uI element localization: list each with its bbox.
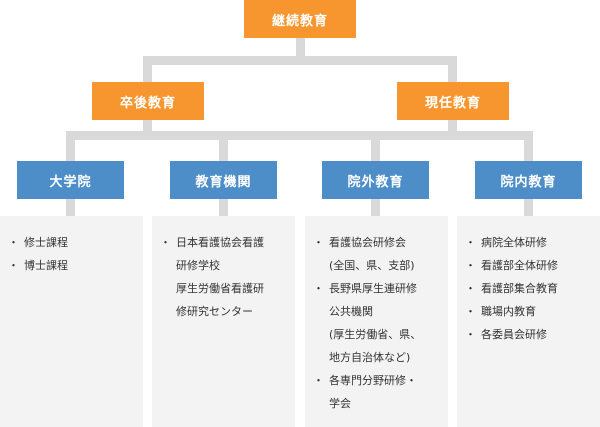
bullet-icon: ・: [160, 236, 171, 249]
root-box-keizoku-kyoiku: 継続教育: [244, 0, 356, 38]
item-text: 厚生労働省看護研: [176, 282, 264, 295]
panel-innai-kyoiku: ・病院全体研修 ・看護部全体研修 ・看護部集合教育 ・職場内教育 ・各委員会研修: [457, 216, 600, 427]
item-text: (厚生労働省、県、: [329, 328, 422, 341]
connector-root-down: [296, 38, 305, 60]
list-item: ・ 長野県厚生連研修 公共機関 (厚生労働省、県、 地方自治体など): [313, 277, 448, 369]
connector-geninn-down: [448, 120, 457, 135]
list-daigakuin: ・修士課程 ・博士課程: [0, 216, 143, 277]
item-text: 修研究センター: [176, 305, 253, 318]
list-item: ・ 日本看護協会看護 研修学校 厚生労働省看護研 修研究センター: [160, 231, 295, 323]
item-text: (全国、県、支部): [329, 259, 415, 272]
panel-ingai-kyoiku: ・ 看護協会研修会 (全国、県、支部) ・ 長野県厚生連研修 公共機関 (厚生労…: [305, 216, 448, 427]
bullet-icon: ・: [313, 236, 324, 249]
connector-to-innai: [524, 131, 533, 161]
panel-kyoiku-kikan: ・ 日本看護協会看護 研修学校 厚生労働省看護研 修研究センター: [152, 216, 295, 427]
connector-level3-bar: [66, 131, 533, 140]
panel-daigakuin: ・修士課程 ・博士課程: [0, 216, 143, 427]
list-item: ・ 各専門分野研修・ 学会: [313, 369, 448, 415]
bullet-icon: ・: [465, 282, 476, 295]
item-text: 学会: [329, 397, 351, 410]
connector-to-sotsugo: [143, 56, 152, 82]
item-text: 職場内教育: [481, 305, 536, 318]
item-text: 病院全体研修: [481, 236, 547, 249]
connector-level2-bar: [143, 56, 457, 65]
connector-innai-down: [524, 199, 533, 216]
box-kyoiku-kikan: 教育機関: [170, 161, 277, 199]
item-text: 看護部集合教育: [481, 282, 558, 295]
bullet-icon: ・: [313, 374, 324, 387]
connector-daigakuin-down: [66, 199, 75, 216]
bullet-icon: ・: [465, 236, 476, 249]
item-text: 看護部全体研修: [481, 259, 558, 272]
list-item: ・職場内教育: [465, 300, 600, 323]
box-innai-kyoiku: 院内教育: [475, 161, 582, 199]
box-genin-kyoiku: 現任教育: [397, 82, 509, 120]
connector-to-ingai: [371, 131, 380, 161]
bullet-icon: ・: [8, 259, 19, 272]
item-text: 研修学校: [176, 259, 220, 272]
connector-to-daigakuin: [66, 131, 75, 161]
item-text: 地方自治体など): [329, 351, 411, 364]
connector-kyoikukikan-down: [219, 199, 228, 216]
box-ingai-kyoiku: 院外教育: [322, 161, 429, 199]
list-kyoiku-kikan: ・ 日本看護協会看護 研修学校 厚生労働省看護研 修研究センター: [152, 216, 295, 323]
list-innai-kyoiku: ・病院全体研修 ・看護部全体研修 ・看護部集合教育 ・職場内教育 ・各委員会研修: [457, 216, 600, 346]
item-text: 日本看護協会看護: [176, 236, 264, 249]
bullet-icon: ・: [8, 236, 19, 249]
list-item: ・博士課程: [8, 254, 143, 277]
list-item: ・病院全体研修: [465, 231, 600, 254]
list-item: ・修士課程: [8, 231, 143, 254]
item-text: 長野県厚生連研修: [329, 282, 417, 295]
item-text: 博士課程: [24, 259, 68, 272]
box-sotsugo-kyoiku: 卒後教育: [92, 82, 204, 120]
bullet-icon: ・: [465, 259, 476, 272]
bullet-icon: ・: [465, 305, 476, 318]
list-item: ・ 看護協会研修会 (全国、県、支部): [313, 231, 448, 277]
box-daigakuin: 大学院: [17, 161, 124, 199]
list-ingai-kyoiku: ・ 看護協会研修会 (全国、県、支部) ・ 長野県厚生連研修 公共機関 (厚生労…: [305, 216, 448, 415]
item-text: 公共機関: [329, 305, 373, 318]
item-text: 看護協会研修会: [329, 236, 406, 249]
connector-to-geninn: [448, 56, 457, 82]
connector-ingai-down: [371, 199, 380, 216]
list-item: ・看護部集合教育: [465, 277, 600, 300]
connector-sotsugo-down: [143, 120, 152, 135]
item-text: 各専門分野研修・: [329, 374, 417, 387]
bullet-icon: ・: [313, 282, 324, 295]
item-text: 各委員会研修: [481, 328, 547, 341]
list-item: ・各委員会研修: [465, 323, 600, 346]
item-text: 修士課程: [24, 236, 68, 249]
connector-to-kyoikukikan: [219, 131, 228, 161]
bullet-icon: ・: [465, 328, 476, 341]
list-item: ・看護部全体研修: [465, 254, 600, 277]
